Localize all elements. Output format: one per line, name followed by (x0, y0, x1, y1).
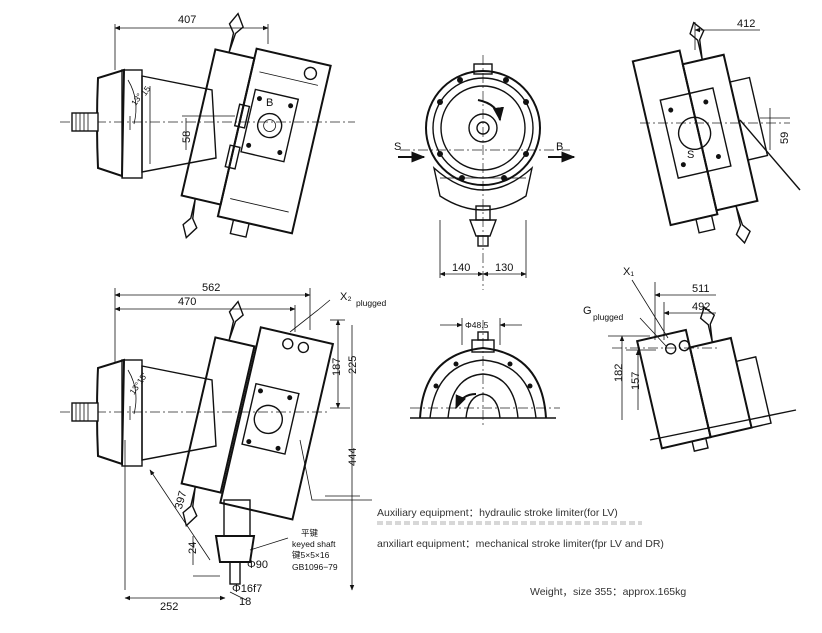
dim-187: 187 (331, 358, 343, 376)
side-view-bottom: 562 470 187 225 444 252 397 24 18 Φ90 Φ1… (60, 282, 387, 613)
port-s-front: S (394, 141, 401, 153)
dim-397: 397 (173, 490, 189, 511)
dim-157: 157 (630, 372, 642, 390)
note-hydraulic-stroke-limiter: Auxiliary equipment：hydraulic stroke lim… (377, 507, 618, 519)
dim-511: 511 (692, 283, 710, 295)
dim-444: 444 (347, 448, 359, 466)
side-view-top: 407 58 B 13° 15 (60, 12, 355, 240)
dim-407: 407 (178, 14, 196, 26)
port-g: G (583, 305, 592, 317)
port-b-front: B (556, 141, 563, 153)
dim-412: 412 (737, 18, 755, 30)
dim-24: 24 (187, 542, 199, 554)
dim-492: 492 (692, 301, 710, 313)
shaft-key-en: keyed shaft (292, 539, 336, 549)
port-x2-note: plugged (356, 298, 387, 308)
partial-side-view: 511 492 182 157 X₁ G plugged (583, 266, 797, 452)
faded-text-row (377, 521, 642, 525)
port-x2: X₂ (340, 291, 352, 303)
front-view: S B 140 130 (394, 55, 576, 290)
shaft-key-size: 键5×5×16 (292, 550, 330, 560)
port-x1: X₁ (623, 266, 634, 278)
dim-18: 18 (239, 596, 251, 608)
dim-phi16f7: Φ16f7 (232, 583, 262, 595)
dim-252: 252 (160, 601, 178, 613)
partial-front-view: Φ48.5 (410, 318, 560, 428)
dim-58: 58 (181, 131, 193, 143)
dim-562: 562 (202, 282, 220, 294)
dim-225: 225 (347, 356, 359, 374)
note-weight: Weight，size 355：approx.165kg (530, 586, 687, 598)
dim-phi48-5: Φ48.5 (465, 320, 489, 330)
port-g-note: plugged (593, 312, 624, 322)
dim-130: 130 (495, 262, 513, 274)
port-b-top: B (266, 97, 273, 109)
shaft-key-cn: 平键 (301, 528, 319, 538)
dim-182: 182 (613, 364, 625, 382)
note-mechanical-stroke-limiter: anxiliart equipment：mechanical stroke li… (377, 538, 664, 550)
dim-140: 140 (452, 262, 470, 274)
shaft-key-std: GB1096−79 (292, 562, 338, 572)
side-view-right: 412 59 S (631, 18, 801, 245)
dim-phi90: Φ90 (247, 559, 268, 571)
dim-470: 470 (178, 296, 196, 308)
port-s-side: S (687, 149, 694, 161)
dim-59: 59 (779, 132, 791, 144)
